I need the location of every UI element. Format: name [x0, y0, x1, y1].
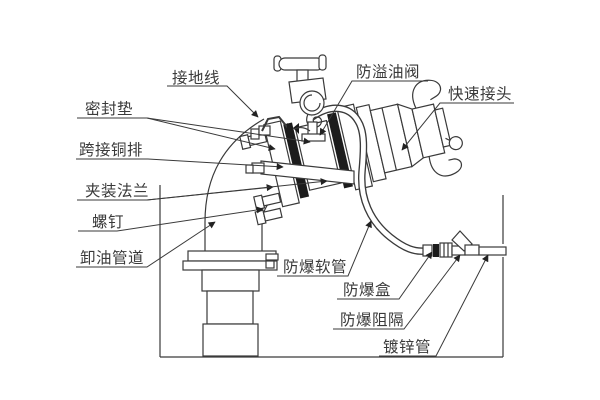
t-handle-right-knob [318, 54, 327, 71]
label-screw: 螺钉 [78, 206, 264, 232]
ground-wire [293, 126, 311, 132]
gasket-strip-right [327, 112, 353, 189]
ground-strap [261, 115, 289, 132]
leader-screw [78, 206, 264, 232]
label-clamp-flange: 夹装法兰 [77, 178, 328, 201]
leader-explosion-proof-hose [277, 220, 372, 277]
explosion-proof-hose [309, 104, 426, 255]
pedestal-base [202, 323, 259, 357]
leader-quick-coupler [401, 102, 514, 151]
label-explosion-proof-hose: 防爆软管 [277, 220, 372, 277]
quick-coupler [411, 79, 463, 177]
explosion-proof-box-band [433, 244, 439, 257]
label-text-clamp-flange: 夹装法兰 [85, 182, 149, 200]
flange-plate-top [187, 250, 277, 262]
pedestal-block-2 [206, 290, 254, 325]
label-text-grounding-wire: 接地线 [172, 69, 220, 87]
pipe-fittings [422, 230, 507, 258]
jumper-bar-bolt [245, 164, 254, 174]
valve-post [307, 121, 318, 136]
label-oil-unloading-pipe: 卸油管道 [76, 221, 216, 268]
pipe-outer-curve [204, 118, 265, 251]
explosion-proof-box-body [439, 242, 453, 258]
label-explosion-proof-barrier: 防爆阻隔 [333, 254, 461, 330]
label-anti-overflow-valve: 防溢油阀 [319, 63, 428, 136]
leader-bridging-copper-bar [76, 158, 284, 171]
containment-box [159, 185, 504, 358]
leader-grounding-wire [167, 85, 259, 118]
flange-assembly [239, 79, 463, 226]
label-text-anti-overflow-valve: 防溢油阀 [356, 63, 420, 81]
flange-bolts [239, 132, 283, 226]
flange-lug-nut [265, 260, 275, 269]
valve-wheel-spiral [303, 94, 321, 112]
label-quick-coupler: 快速接头 [401, 85, 514, 151]
galvanized-pipe [478, 246, 507, 256]
label-text-oil-unloading-pipe: 卸油管道 [80, 249, 144, 267]
label-galvanized-pipe: 镀锌管 [379, 254, 489, 357]
jumper-bar [245, 160, 355, 185]
cam-arm-bottom [428, 156, 463, 177]
label-grounding-wire: 接地线 [167, 69, 259, 118]
label-text-explosion-proof-hose: 防爆软管 [283, 257, 347, 276]
box-ribs [443, 243, 449, 257]
label-sealing-gasket: 密封垫 [77, 100, 311, 151]
label-explosion-proof-box: 防爆盒 [337, 251, 433, 300]
leader-explosion-proof-barrier [333, 254, 461, 330]
t-handle-bar [278, 57, 324, 71]
leader-galvanized-pipe [379, 254, 489, 357]
cam-arm-top [412, 79, 442, 109]
pedestal-flange [182, 250, 279, 357]
label-text-quick-coupler: 快速接头 [448, 85, 512, 103]
jumper-bar-tab [251, 162, 265, 174]
label-bridging-copper-bar: 跨接铜排 [76, 141, 284, 171]
leader-sealing-gasket-2 [146, 117, 276, 151]
leader-clamp-flange-2 [146, 178, 328, 201]
label-text-explosion-proof-box: 防爆盒 [343, 280, 391, 299]
leader-oil-unloading-pipe [76, 221, 216, 268]
label-text-explosion-proof-barrier: 防爆阻隔 [340, 310, 404, 329]
pedestal-block-1 [201, 269, 260, 292]
leader-explosion-proof-box [337, 251, 433, 300]
barrier-body [464, 244, 480, 256]
label-text-galvanized-pipe: 镀锌管 [383, 338, 431, 356]
flange-lug [265, 253, 279, 261]
ground-bowtie-left [287, 123, 293, 134]
valve-foot [301, 133, 326, 142]
overflow-valve [273, 54, 327, 142]
leader-anti-overflow-valve [319, 80, 428, 136]
body-seam [381, 107, 397, 171]
hose-core [310, 106, 426, 254]
coupler-end-plate [434, 107, 452, 148]
flange-plate-bottom [182, 260, 278, 271]
pull-ring [448, 136, 463, 151]
label-text-bridging-copper-bar: 跨接铜排 [79, 141, 143, 159]
label-text-screw: 螺钉 [92, 213, 124, 231]
label-text-sealing-gasket: 密封垫 [85, 100, 133, 118]
gasket-strip-left [283, 122, 310, 199]
